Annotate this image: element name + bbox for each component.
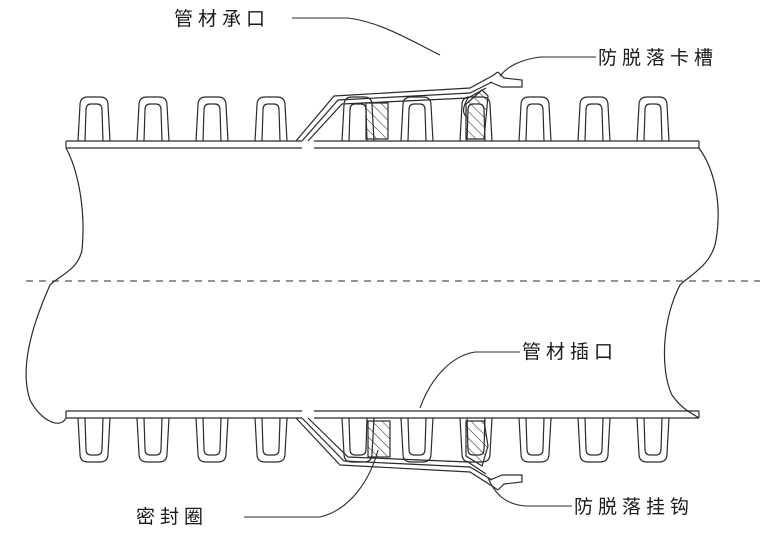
lower-socket-bell xyxy=(295,417,523,491)
label-pipe-socket: 管材承口 xyxy=(174,8,271,30)
upper-rib xyxy=(636,96,670,142)
lower-rib xyxy=(518,417,552,463)
upper-rib xyxy=(400,96,434,142)
lower-rib xyxy=(577,417,611,463)
upper-rib xyxy=(202,103,222,142)
upper-anti-detach-hook xyxy=(465,89,489,140)
lower-anti-detach-hook xyxy=(465,420,489,467)
upper-rib xyxy=(136,96,170,142)
upper-pipe-wall xyxy=(65,140,700,149)
leader-groove xyxy=(499,56,596,77)
label-anti-detach-hook: 防脱落挂钩 xyxy=(574,496,695,518)
lower-rib xyxy=(202,417,222,456)
upper-rib xyxy=(584,103,604,142)
leader-spigot xyxy=(419,351,520,409)
upper-rib xyxy=(518,96,552,142)
upper-rib xyxy=(77,96,111,142)
pipe-break-curve-left xyxy=(25,147,84,424)
upper-rib xyxy=(254,96,288,142)
leader-hook xyxy=(487,477,572,507)
lower-rib xyxy=(136,417,170,463)
lower-rib xyxy=(636,417,670,463)
upper-rib xyxy=(341,96,375,142)
lower-rib xyxy=(77,417,111,463)
lower-rib xyxy=(400,417,434,463)
leader-lines xyxy=(244,17,596,518)
leader-socket xyxy=(292,17,441,56)
lower-seal-ring xyxy=(367,420,391,458)
lower-rib xyxy=(643,417,663,456)
upper-rib xyxy=(577,96,611,142)
upper-socket-bell xyxy=(295,71,523,142)
lower-rib xyxy=(254,417,288,463)
leader-seal xyxy=(244,449,379,518)
lower-pipe-wall xyxy=(65,410,700,419)
upper-rib xyxy=(407,103,427,142)
label-seal-ring: 密封圈 xyxy=(136,506,209,528)
lower-rib xyxy=(261,417,281,456)
upper-corrugations xyxy=(77,96,670,142)
upper-rib xyxy=(195,96,229,142)
upper-rib xyxy=(143,103,163,142)
lower-rib xyxy=(195,417,229,463)
lower-rib xyxy=(84,417,104,456)
label-pipe-spigot: 管材插口 xyxy=(522,341,619,363)
upper-rib xyxy=(643,103,663,142)
lower-rib xyxy=(143,417,163,456)
lower-rib xyxy=(348,417,368,456)
label-anti-detach-groove: 防脱落卡槽 xyxy=(598,47,719,69)
upper-rib xyxy=(348,103,368,142)
lower-rib xyxy=(525,417,545,456)
lower-rib xyxy=(407,417,427,456)
upper-seal-ring xyxy=(365,102,389,140)
pipe-break-curve-right xyxy=(663,147,719,419)
upper-rib xyxy=(84,103,104,142)
lower-rib xyxy=(584,417,604,456)
upper-rib xyxy=(525,103,545,142)
upper-rib xyxy=(261,103,281,142)
